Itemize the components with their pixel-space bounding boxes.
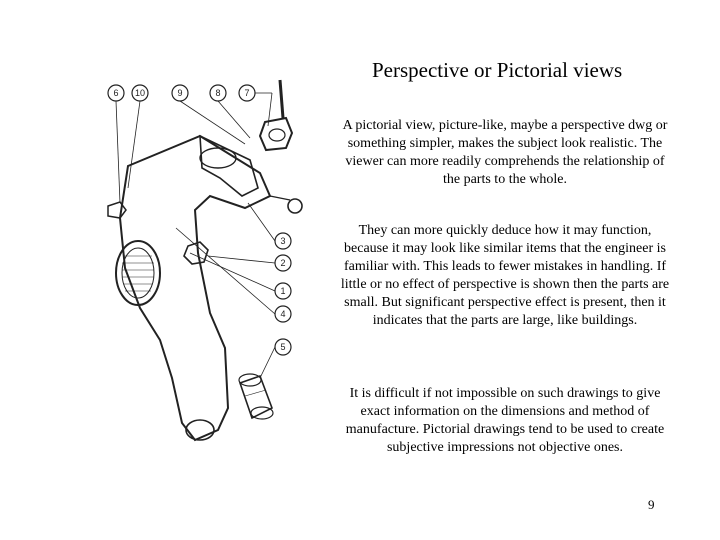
callout-label: 7: [244, 88, 249, 98]
callout-label: 10: [135, 88, 145, 98]
callout-label: 9: [177, 88, 182, 98]
paragraph-function: They can more quickly deduce how it may …: [340, 223, 670, 328]
slide-title: Perspective or Pictorial views: [372, 58, 623, 82]
paragraph-intro: A pictorial view, picture-like, maybe a …: [342, 118, 668, 187]
page-number: 9: [648, 497, 655, 512]
exploded-assembly-drawing: 6 10 9 8 7 3 2 1 4 5: [107, 79, 303, 442]
callout-label: 1: [280, 286, 285, 296]
callout-label: 5: [280, 342, 285, 352]
paragraph-limitations: It is difficult if not impossible on suc…: [345, 386, 665, 455]
callout-label: 6: [113, 88, 118, 98]
callout-label: 8: [215, 88, 220, 98]
callout-label: 3: [280, 236, 285, 246]
callout-label: 2: [280, 258, 285, 268]
callout-label: 4: [280, 309, 285, 319]
